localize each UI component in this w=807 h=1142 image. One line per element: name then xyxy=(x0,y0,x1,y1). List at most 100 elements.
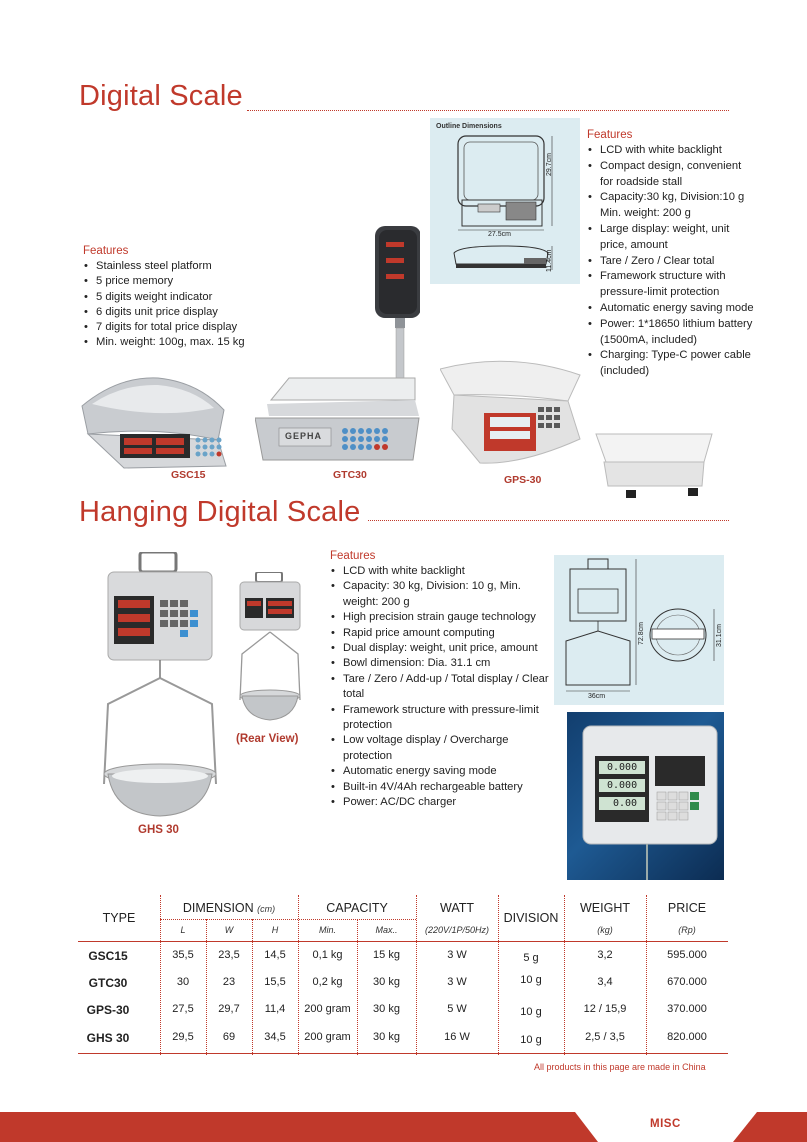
dimension-label-width: 27.5cm xyxy=(488,231,511,238)
feature-item: Capacity:30 kg, Division:10 g Min. weigh… xyxy=(587,190,757,222)
table-rule xyxy=(357,919,358,1055)
feature-item: Automatic energy saving mode xyxy=(330,764,550,780)
cell-w: 29,7 xyxy=(218,1003,240,1015)
feature-item: LCD with white backlight xyxy=(330,564,550,580)
cell-watt: 16 W xyxy=(444,1031,470,1043)
cell-h: 34,5 xyxy=(264,1031,286,1043)
product-image-rear-view xyxy=(236,571,304,724)
features-heading: Features xyxy=(83,245,129,257)
cell-watt: 3 W xyxy=(447,949,467,961)
cell-division: 10 g xyxy=(520,974,542,986)
scale-gsc15-illustration xyxy=(81,377,227,469)
header-capacity: CAPACITY xyxy=(326,901,388,915)
feature-item: Min. weight: 100g, max. 15 kg xyxy=(83,335,268,351)
feature-item: Low voltage display / Overcharge protect… xyxy=(330,733,550,764)
dimension-label-height: 72.8cm xyxy=(638,622,645,645)
cell-l: 30 xyxy=(176,976,190,988)
cell-h: 15,5 xyxy=(264,976,286,988)
table-row: GTC30 30 23 15,5 0,2 kg 30 kg 3 W 3,4 67… xyxy=(78,976,728,996)
footer-bar: MISC xyxy=(0,1112,807,1142)
features-heading: Features xyxy=(330,550,376,562)
feature-item: 5 price memory xyxy=(83,274,268,290)
section-title-hanging-digital-scale: Hanging Digital Scale xyxy=(79,496,361,528)
cell-max: 15 kg xyxy=(373,949,400,961)
cell-h: 14,5 xyxy=(264,949,286,961)
feature-item: Dual display: weight, unit price, amount xyxy=(330,641,550,657)
table-rule xyxy=(298,895,299,1055)
scale-gtc30-illustration xyxy=(254,226,421,461)
cell-w: 69 xyxy=(222,1031,236,1043)
feature-item: Bowl dimension: Dia. 31.1 cm xyxy=(330,656,550,672)
table-rule xyxy=(206,919,207,1055)
cell-weight: 3,4 xyxy=(597,976,613,988)
footer-label: MISC xyxy=(650,1118,681,1130)
table-rule xyxy=(78,1053,728,1054)
product-image-gps30-side xyxy=(592,428,717,504)
cell-price: 670.000 xyxy=(667,976,707,988)
features-list: LCD with white backlight Capacity: 30 kg… xyxy=(330,564,550,811)
feature-item: Power: AC/DC charger xyxy=(330,795,550,811)
feature-item: Built-in 4V/4Ah rechargeable battery xyxy=(330,780,550,796)
feature-item: Power: 1*18650 lithium battery (1500mA, … xyxy=(587,317,757,349)
table-rule xyxy=(646,895,647,1055)
section-title-digital-scale: Digital Scale xyxy=(79,80,243,112)
header-dimension: DIMENSION (cm) xyxy=(160,901,298,915)
feature-item: High precision strain gauge technology xyxy=(330,610,550,626)
feature-item: Framework structure with pressure-limit … xyxy=(330,703,550,734)
product-image-gsc15 xyxy=(78,370,228,470)
outline-dimensions-diagram: Outline Dimensions 29.7cm 27.5cm 11.4cm xyxy=(430,118,580,284)
cell-price: 370.000 xyxy=(667,1003,707,1015)
scale-gps30-side-illustration xyxy=(595,433,713,498)
cell-w: 23,5 xyxy=(218,949,240,961)
cell-weight: 3,2 xyxy=(597,949,613,961)
hanging-scale-photo-illustration xyxy=(582,725,718,880)
header-h: H xyxy=(271,925,279,935)
features-block-left: Features Stainless steel platform 5 pric… xyxy=(83,245,268,351)
header-watt-sub: (220V/1P/50Hz) xyxy=(424,925,490,935)
cell-price: 595.000 xyxy=(667,949,707,961)
cell-min: 200 gram xyxy=(304,1031,351,1043)
header-watt: WATT xyxy=(439,901,474,915)
cell-max: 30 kg xyxy=(373,976,400,988)
cell-max: 30 kg xyxy=(373,1031,400,1043)
feature-item: Stainless steel platform xyxy=(83,259,268,275)
cell-min: 0,2 kg xyxy=(312,976,343,988)
hanging-scale-photo: 0.000 0.000 0.00 xyxy=(567,712,724,880)
features-block-hanging: Features LCD with white backlight Capaci… xyxy=(330,550,550,811)
lcd-readout: 0.000 xyxy=(607,762,638,773)
table-rule xyxy=(160,919,416,920)
lcd-readout: 0.00 xyxy=(613,798,638,809)
cell-h: 11,4 xyxy=(264,1003,286,1015)
cell-min: 0,1 kg xyxy=(312,949,343,961)
product-label-ghs30: GHS 30 xyxy=(138,824,179,836)
cell-type: GTC30 xyxy=(88,976,128,990)
cell-type: GHS 30 xyxy=(86,1031,130,1045)
header-weight-sub: (kg) xyxy=(597,925,613,935)
hanging-dimensions-diagram: 72.8cm 36cm 31.1cm xyxy=(554,555,724,705)
feature-item: Charging: Type-C power cable (included) xyxy=(587,348,757,380)
lcd-readout: 0.000 xyxy=(607,780,638,791)
footer-shape xyxy=(0,1112,807,1142)
hanging-dimensions-drawing xyxy=(565,558,715,692)
outline-title: Outline Dimensions xyxy=(436,123,502,130)
feature-item: 5 digits weight indicator xyxy=(83,290,268,306)
cell-watt: 5 W xyxy=(447,1003,467,1015)
cell-type: GPS-30 xyxy=(86,1003,130,1017)
title-divider xyxy=(247,110,729,111)
cell-division: 10 g xyxy=(520,1006,542,1018)
header-dimension-label: DIMENSION xyxy=(182,901,254,915)
dimension-label-width: 36cm xyxy=(588,693,606,700)
product-image-gtc30: GEPHA xyxy=(254,222,421,465)
header-min: Min. xyxy=(318,925,336,935)
rear-view-label: (Rear View) xyxy=(236,733,299,745)
feature-item: 7 digits for total price display xyxy=(83,320,268,336)
dimension-label-diameter: 31.1cm xyxy=(716,624,723,647)
cell-min: 200 gram xyxy=(304,1003,351,1015)
table-row: GHS 30 29,5 69 34,5 200 gram 30 kg 16 W … xyxy=(78,1031,728,1051)
product-label-gps30: GPS-30 xyxy=(504,474,542,486)
header-l: L xyxy=(180,925,186,935)
header-w: W xyxy=(224,925,234,935)
feature-item: Capacity: 30 kg, Division: 10 g, Min. we… xyxy=(330,579,550,610)
table-rule xyxy=(160,895,161,1055)
cell-l: 27,5 xyxy=(172,1003,194,1015)
